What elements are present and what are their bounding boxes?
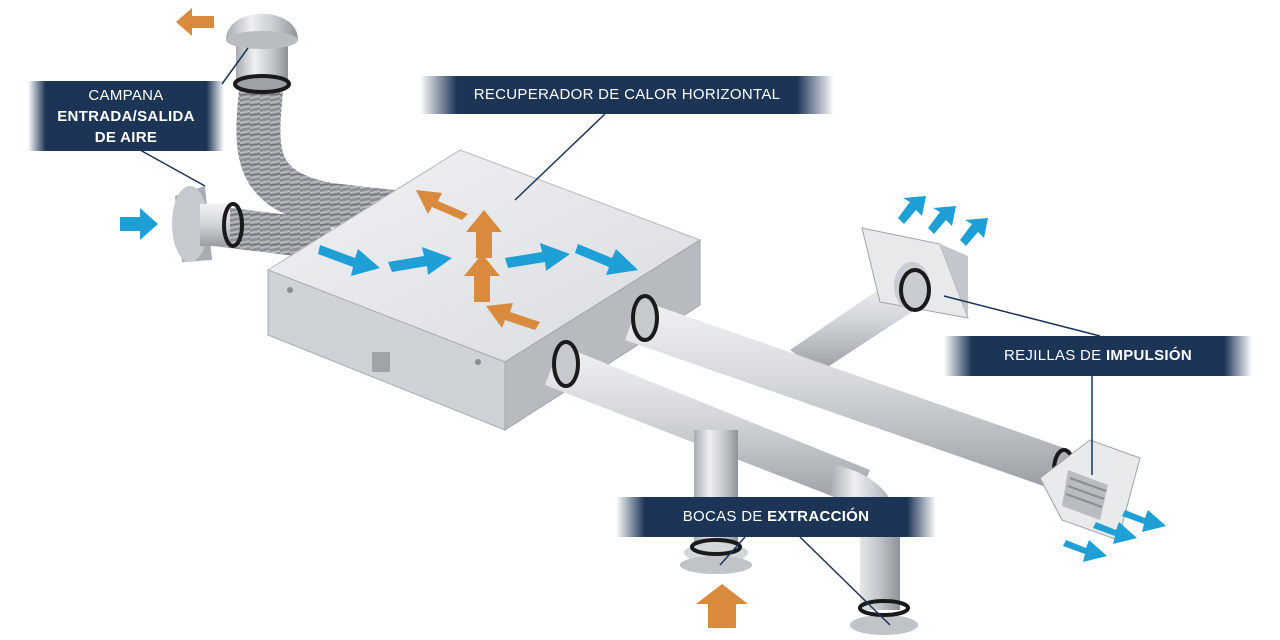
leader-lines bbox=[139, 47, 1101, 626]
arrow-icon bbox=[898, 196, 926, 224]
exhaust-air-arrows bbox=[176, 8, 748, 628]
arrow-icon bbox=[416, 190, 468, 220]
label-bocas-emphasis: EXTRACCIÓN bbox=[767, 508, 870, 525]
arrow-icon bbox=[960, 218, 988, 246]
label-recuperador-text: RECUPERADOR DE CALOR HORIZONTAL bbox=[473, 86, 781, 103]
supply-pipe-long bbox=[625, 294, 1076, 492]
leader-line-bocas-left bbox=[719, 536, 746, 566]
label-campana: CAMPANA ENTRADA/SALIDA DE AIRE bbox=[28, 81, 224, 151]
label-rejillas-prefix: REJILLAS DE bbox=[1003, 347, 1106, 364]
fresh-air-arrows bbox=[120, 196, 1166, 562]
arrow-icon bbox=[1063, 540, 1107, 562]
leader-line-bocas-right bbox=[799, 536, 891, 626]
label-campana-line1: CAMPANA bbox=[88, 87, 164, 104]
arrow-icon bbox=[928, 206, 956, 234]
label-campana-line3: DE AIRE bbox=[94, 129, 158, 146]
label-rejillas: REJILLAS DE IMPULSIÓN bbox=[944, 336, 1252, 376]
supply-grille-rear bbox=[861, 227, 969, 319]
flexible-duct-upper bbox=[236, 58, 442, 237]
wall-intake bbox=[172, 186, 244, 262]
roof-hood bbox=[226, 13, 298, 94]
arrow-icon bbox=[176, 8, 214, 36]
leader-line-recuperador bbox=[514, 113, 606, 201]
leader-line-campana-lower bbox=[139, 149, 206, 187]
arrow-icon bbox=[486, 303, 540, 330]
arrow-icon bbox=[1122, 510, 1166, 532]
arrow-icon bbox=[388, 247, 452, 275]
arrow-icon bbox=[318, 245, 380, 276]
arrow-icon bbox=[464, 254, 500, 302]
label-bocas: BOCAS DE EXTRACCIÓN bbox=[616, 497, 936, 537]
arrow-icon bbox=[466, 210, 502, 258]
arrow-icon bbox=[575, 244, 638, 275]
leader-line-rejillas-top bbox=[943, 295, 1101, 337]
arrow-icon bbox=[1093, 522, 1137, 544]
label-bocas-prefix: BOCAS DE bbox=[682, 508, 768, 525]
arrow-icon bbox=[505, 243, 570, 271]
label-rejillas-emphasis: IMPULSIÓN bbox=[1105, 347, 1193, 364]
label-recuperador: RECUPERADOR DE CALOR HORIZONTAL bbox=[420, 76, 834, 114]
arrow-icon bbox=[696, 584, 748, 628]
arrow-icon bbox=[120, 208, 158, 240]
leader-line-campana bbox=[221, 47, 249, 85]
label-campana-line2: ENTRADA/SALIDA bbox=[57, 108, 195, 125]
supply-grille-front bbox=[1039, 439, 1141, 541]
